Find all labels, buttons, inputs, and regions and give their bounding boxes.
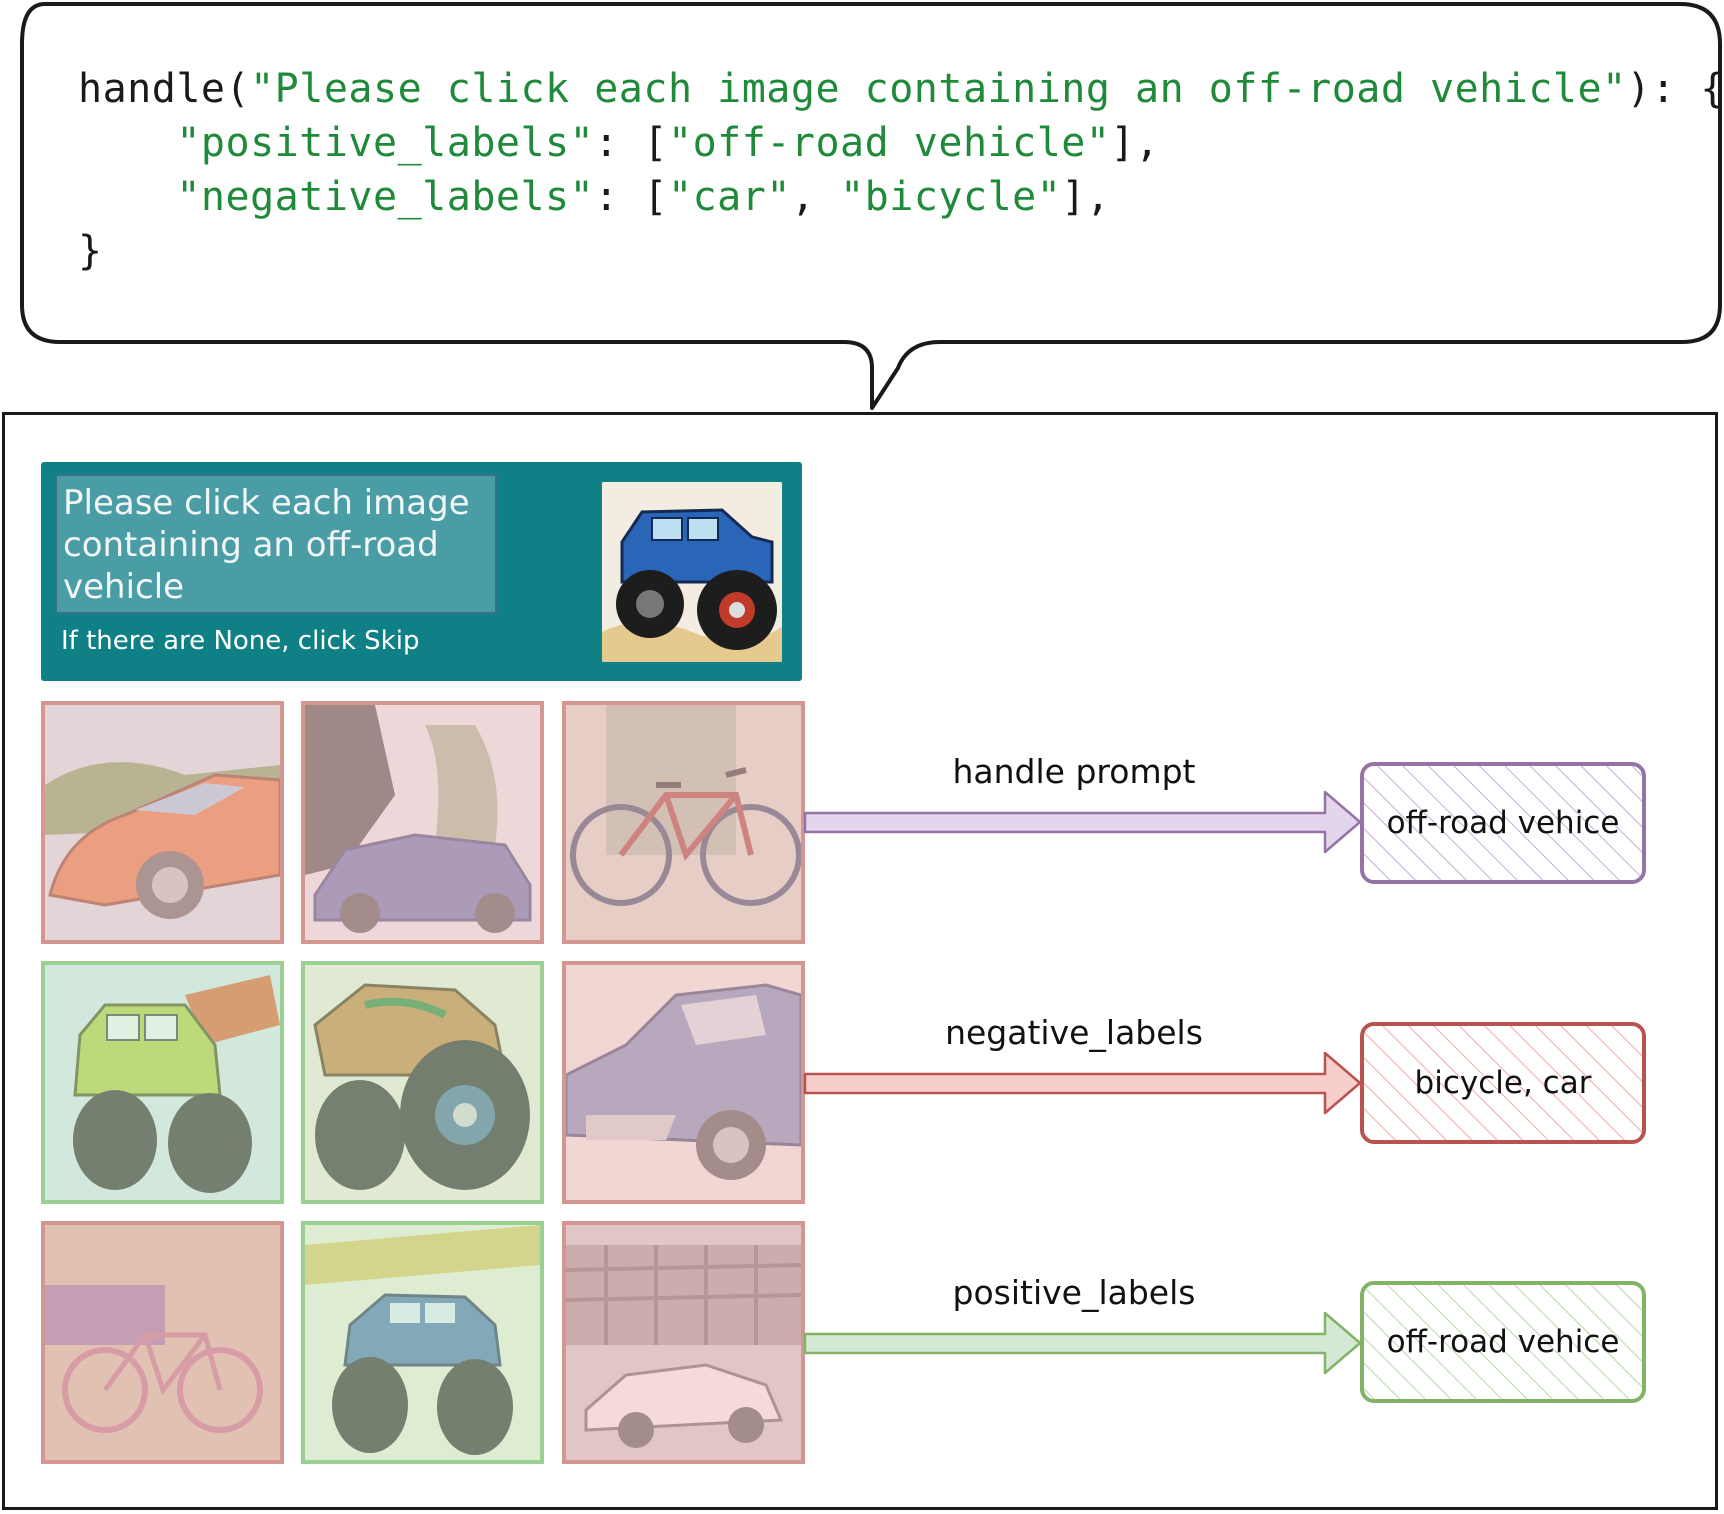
code-brace: ): { (1626, 66, 1724, 112)
code-snippet: handle("Please click each image containi… (78, 62, 1724, 278)
flow-label-negative-labels: negative_labels (945, 1013, 1203, 1052)
grid-tile-monster-truck-1[interactable] (41, 961, 284, 1204)
grid-tile-car-2[interactable] (301, 701, 544, 944)
captcha-header: Please click each image containing an of… (41, 462, 802, 681)
flow-label-handle-prompt: handle prompt (952, 752, 1196, 791)
speech-bubble (20, 2, 1722, 410)
output-text-negative: bicycle, car (1414, 1065, 1592, 1101)
code-func: handle( (78, 66, 251, 112)
code-close-brace: } (78, 228, 103, 274)
grid-tile-bicycle-1[interactable] (562, 701, 805, 944)
code-negative-value-car: "car" (667, 174, 791, 220)
code-line-4: } (78, 224, 1724, 278)
code-bracket: ], (1061, 174, 1111, 220)
code-positive-value: "off-road vehicle" (667, 120, 1111, 166)
code-line-3: "negative_labels": ["car", "bicycle"], (78, 170, 1724, 224)
code-negative-value-bicycle: "bicycle" (840, 174, 1062, 220)
code-line-2: "positive_labels": ["off-road vehicle"], (78, 116, 1724, 170)
grid-tile-monster-truck-2[interactable] (301, 961, 544, 1204)
captcha-skip-hint: If there are None, click Skip (61, 626, 420, 656)
grid-tile-monster-truck-3[interactable] (301, 1221, 544, 1464)
code-negative-key: "negative_labels" (176, 174, 595, 220)
code-prompt-string: "Please click each image containing an o… (250, 66, 1627, 112)
captcha-prompt: Please click each image containing an of… (63, 483, 470, 607)
monster-truck-thumbnail (602, 482, 782, 662)
grid-tile-car-1[interactable] (41, 701, 284, 944)
code-positive-key: "positive_labels" (176, 120, 595, 166)
code-colon: : [ (594, 174, 668, 220)
flow-label-positive-labels: positive_labels (952, 1273, 1196, 1312)
code-comma: , (790, 174, 841, 220)
captcha-prompt-box: Please click each image containing an of… (55, 474, 497, 614)
code-line-1: handle("Please click each image containi… (78, 62, 1724, 116)
grid-tile-car-4[interactable] (562, 1221, 805, 1464)
code-colon: : [ (594, 120, 668, 166)
output-text-positive: off-road vehice (1386, 1324, 1620, 1360)
output-text-handle: off-road vehice (1386, 805, 1620, 841)
grid-tile-bicycle-2[interactable] (41, 1221, 284, 1464)
grid-tile-car-3[interactable] (562, 961, 805, 1204)
code-bracket: ], (1110, 120, 1160, 166)
